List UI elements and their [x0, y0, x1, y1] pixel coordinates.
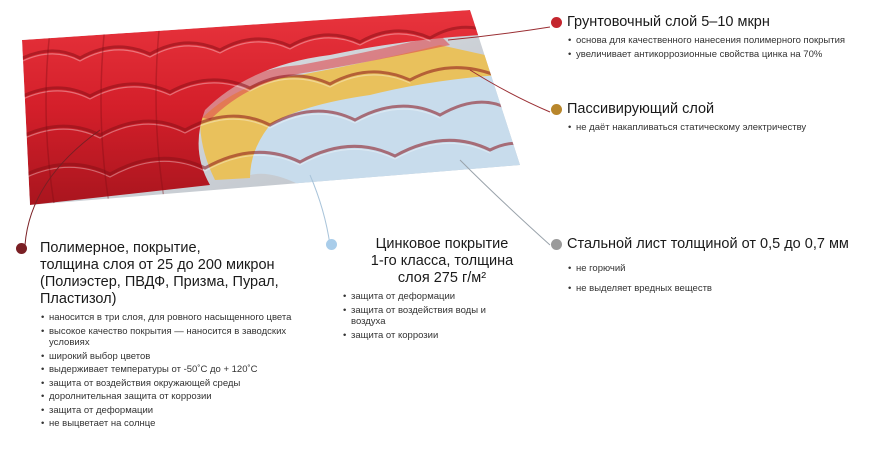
polymer-title-line: толщина слоя от 25 до 200 микрон	[40, 257, 275, 273]
polymer-bullet: наносится в три слоя, для ровного насыще…	[40, 312, 310, 324]
polymer-bullet: высокое качество покрытия — наносится в …	[40, 326, 310, 349]
zinc-bullet-list: защита от деформации защита от воздейств…	[342, 291, 542, 341]
passivating-title: Пассивирующий слой	[567, 101, 715, 117]
zinc-layer	[230, 70, 520, 185]
primer-layer-info: Грунтовочный слой 5–10 мкрн основа для к…	[551, 14, 867, 62]
steel-bullet: не выделяет вредных веществ	[567, 283, 877, 295]
tile-ridges	[22, 25, 520, 184]
polymer-title-line: Пластизол)	[40, 291, 117, 307]
passivating-bullet: не даёт накапливаться статическому элект…	[567, 122, 867, 134]
zinc-bullet: защита от деформации	[342, 291, 542, 303]
polymer-bullet: доролнительная защита от коррозии	[40, 391, 310, 403]
primer-layer	[195, 35, 450, 120]
polymer-bullet: выдерживает температуры от -50˚С до + 12…	[40, 364, 310, 376]
steel-bullet-list: не горючий не выделяет вредных веществ	[567, 263, 877, 294]
leader-passive	[469, 69, 551, 113]
zinc-title-line: слоя 275 г/м²	[397, 270, 487, 286]
leader-zinc	[309, 174, 331, 246]
polymer-title-line: Полимерное, покрытие,	[40, 240, 201, 256]
passivating-bullet-list: не даёт накапливаться статическому элект…	[567, 122, 867, 134]
leader-steel	[459, 159, 551, 246]
zinc-dot-icon	[326, 239, 337, 250]
polymer-bullet: не выцветает на солнце	[40, 418, 310, 430]
primer-dot-icon	[551, 17, 562, 28]
steel-bullet: не горючий	[567, 263, 877, 275]
polymer-layer-info: Полимерное, покрытие, толщина слоя от 25…	[16, 240, 310, 432]
tile-ribs	[45, 19, 166, 205]
zinc-layer-info: Цинковое покрытие 1-го класса, толщина с…	[326, 236, 542, 343]
zinc-title-line: Цинковое покрытие	[375, 236, 509, 252]
zinc-title-line: 1-го класса, толщина	[370, 253, 514, 269]
polymer-bullet-list: наносится в три слоя, для ровного насыще…	[40, 312, 310, 430]
polymer-layer	[22, 10, 480, 205]
passivating-layer	[200, 45, 500, 180]
leader-primer	[447, 26, 551, 41]
leader-lines	[24, 26, 551, 246]
primer-bullet: увеличивает антикоррозионные свойства ци…	[567, 49, 867, 61]
polymer-bullet: широкий выбор цветов	[40, 351, 310, 363]
steel-layer-info: Стальной лист толщиной от 0,5 до 0,7 мм …	[551, 236, 877, 296]
passivating-layer-info: Пассивирующий слой не даёт накапливаться…	[551, 101, 867, 136]
leader-polymer	[24, 129, 101, 246]
polymer-dot-icon	[16, 243, 27, 254]
polymer-title-line: (Полиэстер, ПВДФ, Призма, Пурал,	[40, 274, 279, 290]
steel-dot-icon	[551, 239, 562, 250]
primer-bullet-list: основа для качественного нанесения полим…	[567, 35, 867, 60]
polymer-bullet: защита от деформации	[40, 405, 310, 417]
zinc-bullet: защита от коррозии	[342, 330, 542, 342]
passivating-dot-icon	[551, 104, 562, 115]
polymer-bullet: защита от воздействия окружающей среды	[40, 378, 310, 390]
primer-title: Грунтовочный слой 5–10 мкрн	[567, 14, 770, 30]
steel-title: Стальной лист толщиной от 0,5 до 0,7 мм	[567, 236, 849, 252]
zinc-bullet: защита от воздействия воды и воздуха	[342, 305, 501, 328]
primer-bullet: основа для качественного нанесения полим…	[567, 35, 867, 47]
